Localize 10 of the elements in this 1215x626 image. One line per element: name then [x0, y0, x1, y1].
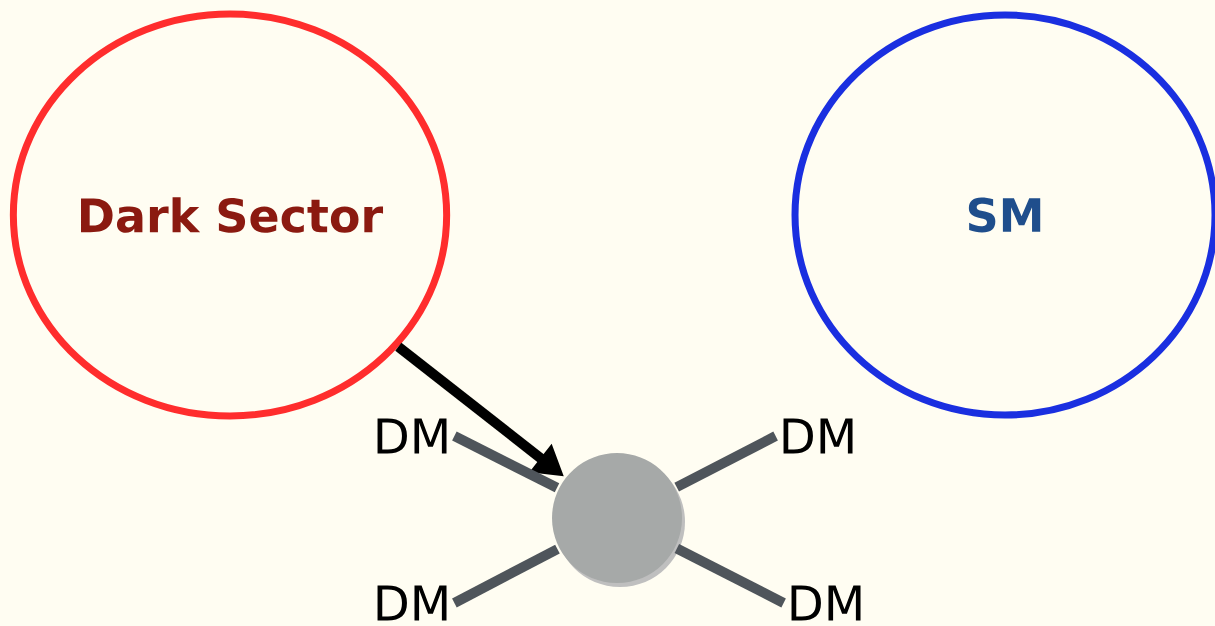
line	[452, 431, 560, 493]
line	[674, 544, 786, 608]
oval-region: SM	[791, 11, 1215, 419]
line	[674, 431, 778, 492]
particle-label: DM	[377, 585, 447, 621]
particle-label: DM	[377, 418, 447, 454]
vertex-circle	[552, 453, 685, 587]
particle-label: DM	[791, 585, 861, 621]
particle-label: DM	[783, 418, 853, 454]
line	[452, 544, 560, 608]
